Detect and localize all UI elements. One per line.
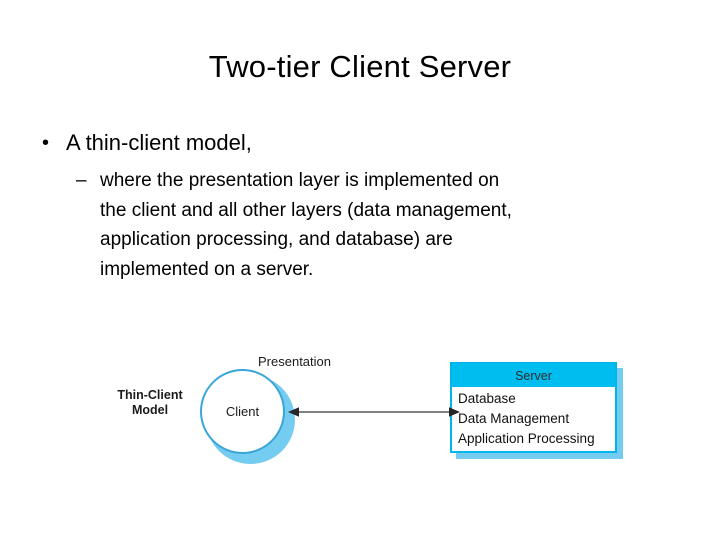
bullet-marker-icon: • bbox=[42, 132, 50, 154]
server-node-header: Server bbox=[452, 364, 615, 387]
bullet-level2: – where the presentation layer is implem… bbox=[0, 166, 720, 284]
bullet-level1-text: A thin-client model, bbox=[66, 130, 252, 155]
body-content: • A thin-client model, – where the prese… bbox=[0, 128, 720, 284]
client-server-connector-arrow bbox=[288, 407, 460, 417]
bullet-level1: • A thin-client model, bbox=[0, 128, 720, 158]
page-title: Two-tier Client Server bbox=[208, 49, 512, 84]
thin-client-label-line1: Thin-Client bbox=[117, 388, 183, 402]
server-item: Data Management bbox=[458, 411, 570, 426]
bullet-line: application processing, and database) ar… bbox=[100, 229, 453, 250]
bullet-line: where the presentation layer is implemen… bbox=[100, 170, 500, 191]
thin-client-label-line2: Model bbox=[131, 403, 169, 417]
client-node-label: Client bbox=[225, 404, 260, 419]
bullet-line: implemented on a server. bbox=[100, 258, 314, 280]
dash-marker-icon: – bbox=[76, 170, 87, 191]
server-node-items: Database Data Management Application Pro… bbox=[452, 387, 615, 449]
architecture-diagram: Thin-Client Model Presentation Client Se… bbox=[0, 336, 720, 486]
thin-client-model-label: Thin-Client Model bbox=[104, 388, 196, 418]
client-node-circle bbox=[200, 369, 285, 454]
bullet-line: the client and all other layers (data ma… bbox=[100, 199, 512, 221]
bullet-level2-text: where the presentation layer is implemen… bbox=[100, 166, 684, 284]
presentation-layer-label: Presentation bbox=[258, 354, 331, 369]
server-item: Database bbox=[458, 391, 516, 406]
server-node-box: Server Database Data Management Applicat… bbox=[450, 362, 617, 453]
server-item: Application Processing bbox=[458, 431, 595, 446]
